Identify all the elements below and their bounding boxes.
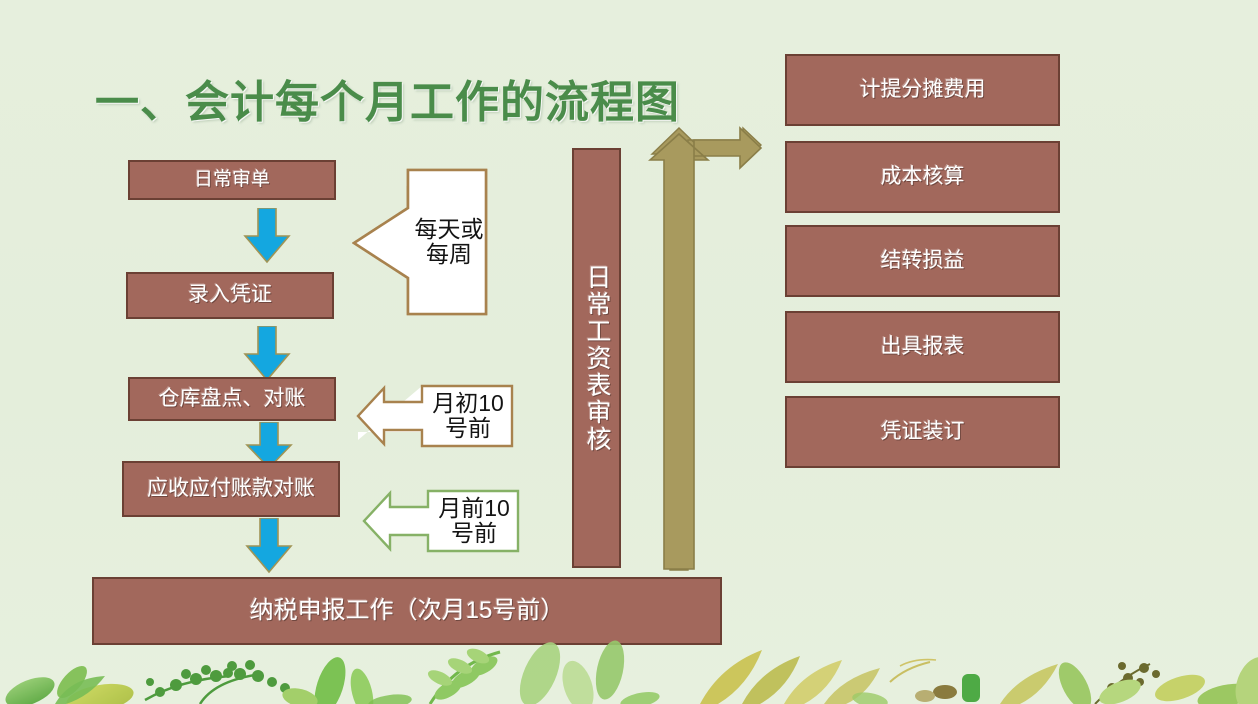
callout-label: 月前10号前 <box>438 494 510 546</box>
process-box-voucher-binding[interactable]: 凭证装订 <box>785 396 1060 468</box>
process-box-label: 计提分摊费用 <box>859 77 986 101</box>
callout-daily-or-weekly[interactable]: 每天或每周 <box>352 168 488 316</box>
process-box-accrue-allocate-expense[interactable]: 计提分摊费用 <box>785 54 1060 126</box>
process-box-label: 日常审单 <box>193 168 270 190</box>
flow-arrow-down-1 <box>243 208 291 264</box>
callout-label: 月初10号前 <box>432 389 504 441</box>
callout-before-month-10[interactable]: 月前10号前 <box>362 487 520 555</box>
process-box-label: 仓库盘点、对账 <box>158 386 306 410</box>
process-box-label: 出具报表 <box>880 334 965 358</box>
process-box-tax-filing[interactable]: 纳税申报工作（次月15号前） <box>92 577 722 645</box>
process-box-inventory-check[interactable]: 仓库盘点、对账 <box>128 377 336 421</box>
process-box-ar-ap-reconcile[interactable]: 应收应付账款对账 <box>122 461 340 517</box>
vertical-box-payroll-review[interactable]: 日常工资表审核 <box>572 148 621 568</box>
process-box-carryover-profit-loss[interactable]: 结转损益 <box>785 225 1060 297</box>
flow-arrow-down-3 <box>245 422 293 470</box>
vertical-box-label: 日常工资表审核 <box>583 263 611 453</box>
process-box-voucher-entry[interactable]: 录入凭证 <box>126 272 334 319</box>
process-box-label: 应收应付账款对账 <box>147 476 315 500</box>
callout-label: 每天或每周 <box>414 215 484 267</box>
flow-arrow-down-4 <box>245 518 293 574</box>
callout-first-10-days[interactable]: 月初10号前 <box>356 382 514 450</box>
process-box-label: 成本核算 <box>880 164 965 188</box>
process-box-daily-audit[interactable]: 日常审单 <box>128 160 336 200</box>
olive-bent-arrow <box>648 126 763 571</box>
process-box-label: 录入凭证 <box>188 283 272 307</box>
flow-arrow-down-2 <box>243 326 291 382</box>
page-title: 一、会计每个月工作的流程图 <box>95 78 680 127</box>
process-box-label: 纳税申报工作（次月15号前） <box>249 596 565 624</box>
process-box-issue-statements[interactable]: 出具报表 <box>785 311 1060 383</box>
process-box-label: 凭证装订 <box>880 419 965 443</box>
process-box-cost-accounting[interactable]: 成本核算 <box>785 141 1060 213</box>
process-box-label: 结转损益 <box>880 248 965 272</box>
